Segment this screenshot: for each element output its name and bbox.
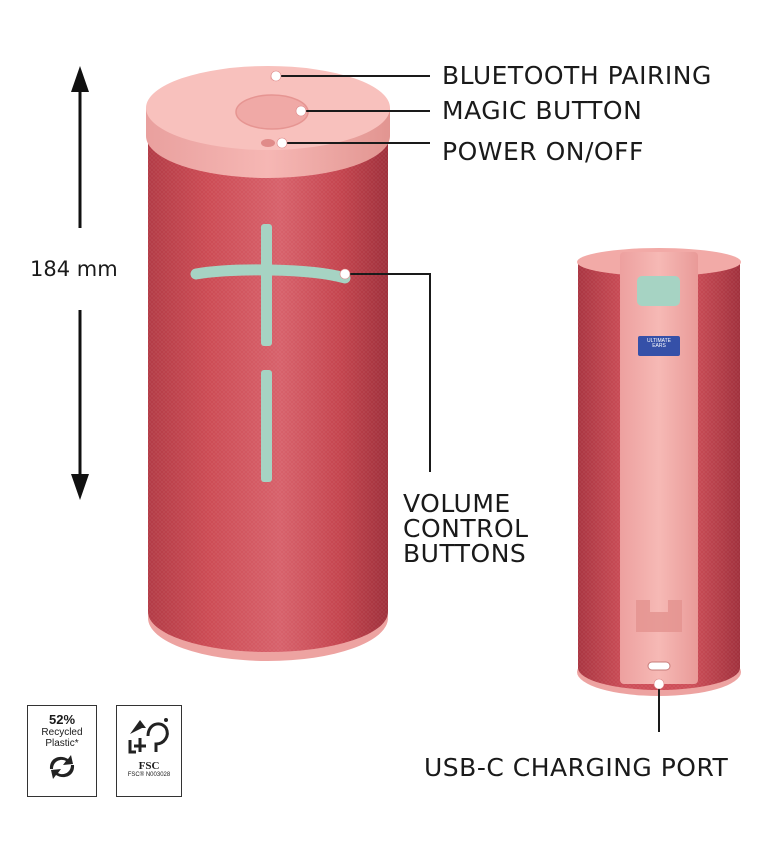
usb-c-port-icon: [647, 661, 671, 671]
power-label: POWER ON/OFF: [442, 137, 644, 166]
bluetooth-pairing-label: BLUETOOTH PAIRING: [442, 61, 712, 90]
brand-label: [638, 336, 680, 356]
mint-clip: [637, 276, 680, 306]
volume-minus: [261, 370, 272, 482]
callout-lines: [278, 75, 660, 732]
usb-c-port-label: USB-C CHARGING PORT: [424, 753, 729, 782]
back-speaker: [577, 248, 741, 696]
magic-button-label: MAGIC BUTTON: [442, 96, 643, 125]
recycle-icon: [49, 755, 75, 779]
back-strap: [620, 252, 698, 684]
down-arrow-icon: [71, 474, 89, 500]
volume-plus-vertical: [261, 224, 272, 346]
callout-dots: [270, 70, 665, 690]
brand-label-text: ULTIMATE EARS: [647, 338, 671, 349]
height-dimension-label: 184 mm: [30, 257, 118, 281]
fsc-tree-icon: [128, 718, 169, 754]
volume-control-label: VOLUME CONTROL BUTTONS: [403, 489, 529, 568]
front-speaker: [146, 66, 390, 661]
up-arrow-icon: [71, 66, 89, 92]
height-dimension-arrow: [71, 66, 89, 500]
power-button-shape: [261, 139, 275, 147]
recycled-plastic-badge: 52% Recycled Plastic*: [27, 705, 97, 797]
fsc-badge: FSC FSC® N003028: [116, 705, 182, 797]
